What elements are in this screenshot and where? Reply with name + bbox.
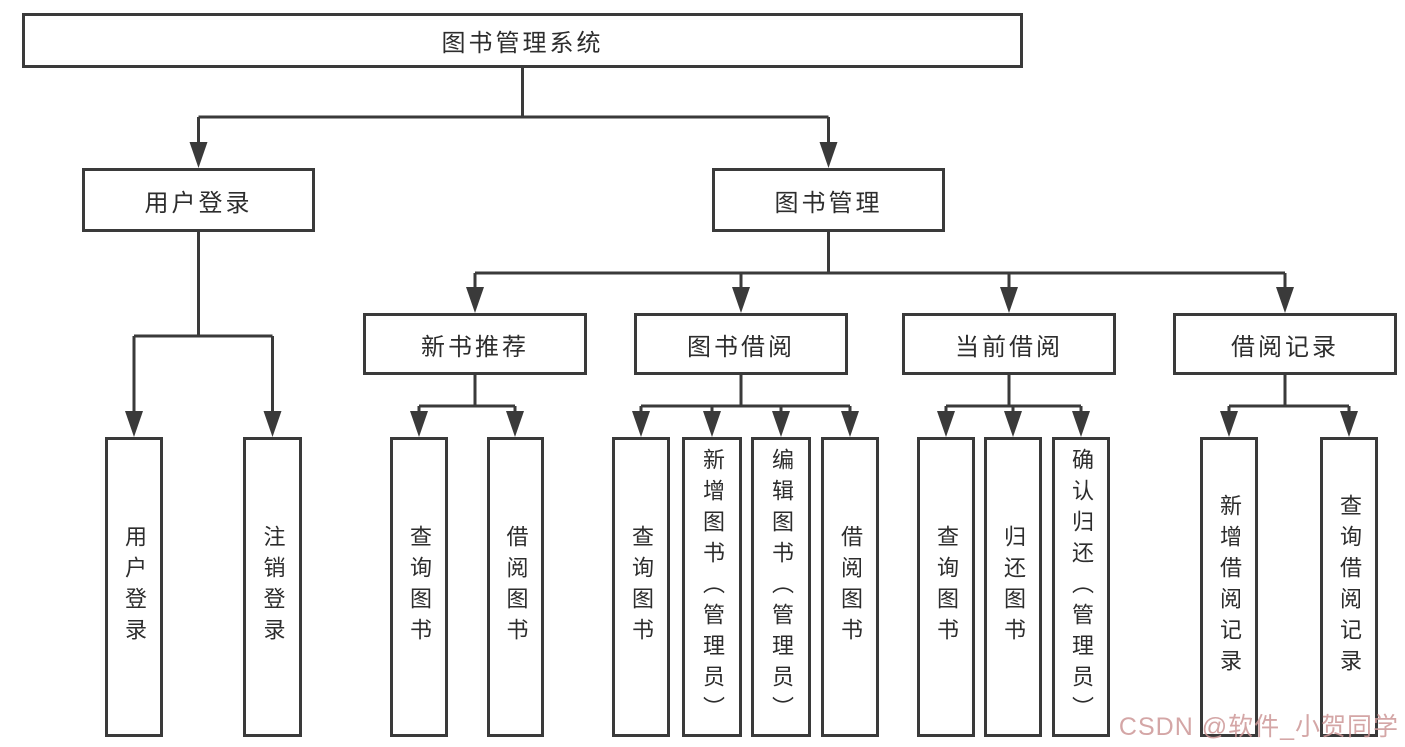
node-query-books-recommend: 查询图书 xyxy=(390,437,448,737)
arrowheads xyxy=(125,142,1358,437)
node-borrow-books-recommend: 借阅图书 xyxy=(487,437,544,737)
node-borrow-books-borrowing: 借阅图书 xyxy=(821,437,879,737)
node-confirm-return-admin: 确认归还（管理员） xyxy=(1052,437,1110,737)
node-query-books-borrowing: 查询图书 xyxy=(612,437,670,737)
node-current-borrowing: 当前借阅 xyxy=(902,313,1116,375)
node-query-books-current: 查询图书 xyxy=(917,437,975,737)
node-add-borrow-record: 新增借阅记录 xyxy=(1200,437,1258,737)
node-logout-action: 注销登录 xyxy=(243,437,302,737)
node-library-management-system: 图书管理系统 xyxy=(22,13,1023,68)
node-return-books: 归还图书 xyxy=(984,437,1042,737)
node-new-book-recommendation: 新书推荐 xyxy=(363,313,587,375)
node-query-borrow-record: 查询借阅记录 xyxy=(1320,437,1378,737)
node-book-borrowing: 图书借阅 xyxy=(634,313,848,375)
node-borrowing-records: 借阅记录 xyxy=(1173,313,1397,375)
node-user-login: 用户登录 xyxy=(82,168,315,232)
node-add-books-admin: 新增图书（管理员） xyxy=(682,437,742,737)
node-user-login-action: 用户登录 xyxy=(105,437,163,737)
node-book-management: 图书管理 xyxy=(712,168,945,232)
watermark: CSDN @软件_小贺同学 xyxy=(1118,713,1399,741)
node-edit-books-admin: 编辑图书（管理员） xyxy=(751,437,811,737)
